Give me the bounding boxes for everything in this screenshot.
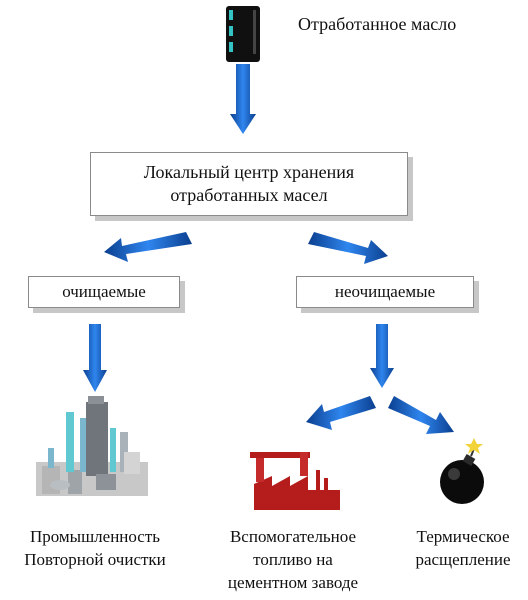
arrow-source-to-center <box>230 64 256 134</box>
arrow-to-cement-plant <box>306 396 376 430</box>
cement-plant-icon <box>250 452 340 510</box>
outcome-cement-caption: Вспомогательное топливо на цементном зав… <box>200 526 386 595</box>
outcome-cement-line3: цементном заводе <box>227 572 359 592</box>
branch-cleanable-box: очищаемые <box>28 276 180 308</box>
storage-center-line1: Локальный центр хранения <box>143 161 355 182</box>
outcome-cement-line2: топливо на <box>253 549 333 569</box>
source-label: Отработанное масло <box>298 14 457 34</box>
arrow-left-to-refinery <box>83 324 107 392</box>
outcome-thermal-line2: расщепление <box>415 549 511 569</box>
refinery-icon <box>36 396 148 496</box>
storage-center-line2: отработанных масел <box>170 185 328 205</box>
outcome-refinery-line2: Повторной очистки <box>24 549 166 569</box>
branch-uncleanable-box: неочищаемые <box>296 276 474 308</box>
arrow-to-thermal-decomposition <box>388 396 454 434</box>
outcome-cement-line1: Вспомогательное <box>229 527 357 546</box>
outcome-refinery-caption: Промышленность Повторной очистки <box>0 526 190 572</box>
arrow-center-to-left <box>104 232 192 262</box>
outcome-refinery-line1: Промышленность <box>29 527 161 546</box>
outcome-thermal-caption: Термическое расщепление <box>398 526 528 572</box>
storage-center-box: Локальный центр хранения отработанных ма… <box>90 152 408 216</box>
oil-barrel-icon <box>226 6 260 62</box>
outcome-thermal-line1: Термическое <box>416 527 510 546</box>
arrow-right-to-split <box>370 324 394 388</box>
branch-uncleanable-label: неочищаемые <box>334 281 436 301</box>
arrow-center-to-right <box>308 232 388 264</box>
branch-cleanable-label: очищаемые <box>62 281 146 301</box>
bomb-icon <box>440 438 484 504</box>
